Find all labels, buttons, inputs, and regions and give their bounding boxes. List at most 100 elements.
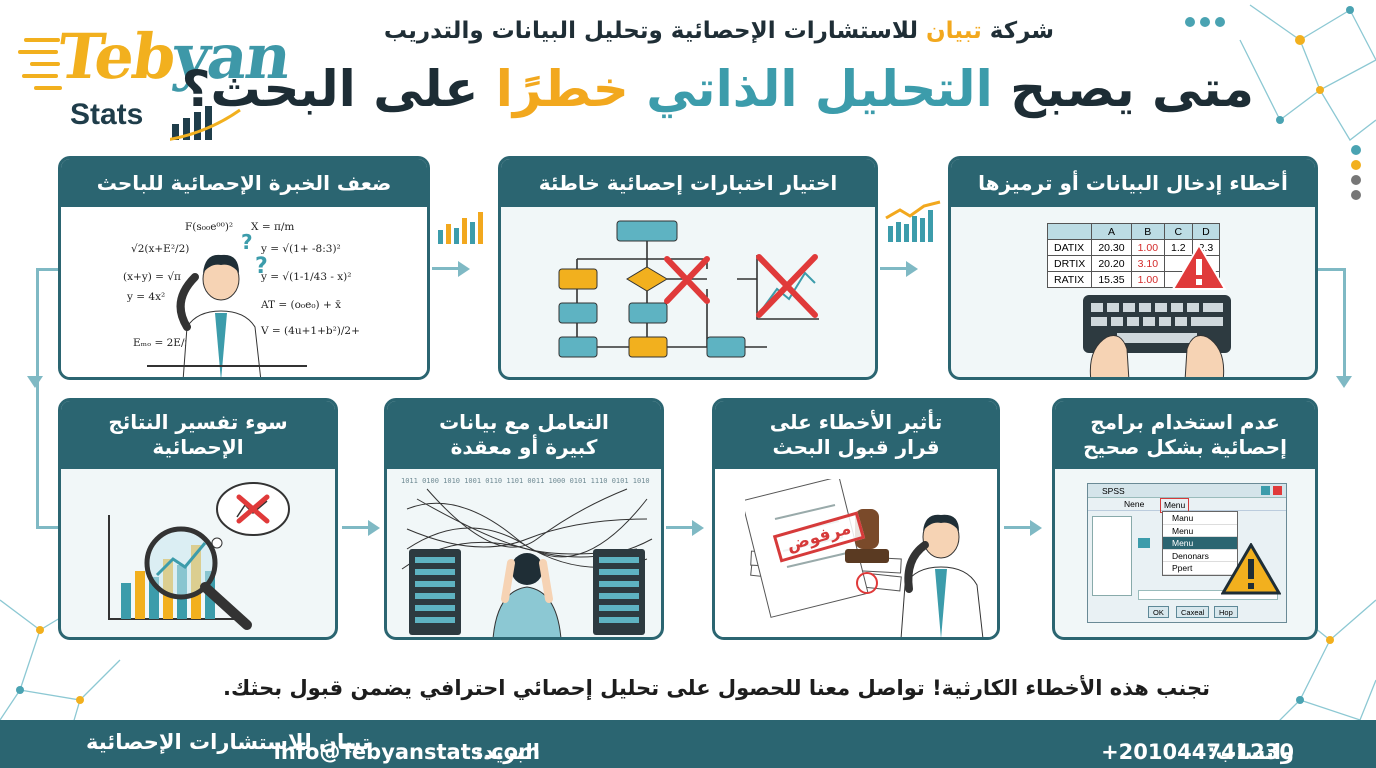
spss-dropdown-menu: Manu Menu Menu Denonars Ppert [1162,511,1238,576]
card-illustration [501,207,875,377]
svg-text:?: ? [255,254,268,279]
math-formula: Eₘₒ = 2E/n [133,337,192,349]
page-title: متى يصبح التحليل الذاتي خطرًا على البحث؟ [182,60,1254,118]
spss-menu-item[interactable]: Manu [1163,512,1237,525]
connector [880,267,908,270]
spss-menu-item[interactable]: Menu [1163,537,1237,550]
sheet-cell: 1.00 [1130,239,1166,256]
spss-toolbar: Nene Menu [1088,498,1286,513]
connector [342,526,370,529]
card-wrong-tests: اختيار اختبارات إحصائية خاطئة [498,156,878,380]
spss-data-pane [1092,516,1132,596]
logo-stats: Stats [70,98,144,131]
footer-brand: تبيان للاستشارات الإحصائية [86,730,370,754]
sheet-cell: RATIX [1046,271,1093,288]
spss-title: SPSS [1102,486,1125,496]
sheet-header: B [1130,223,1166,240]
sheet-header: C [1164,223,1193,240]
card-title: أخطاء إدخال البيانات أو ترميزها [951,159,1315,207]
title-part1: متى يصبح [1010,60,1254,118]
math-formula: √2(x+E²/2) [131,243,190,255]
card-illustration: 1011 0100 1010 1001 0110 1101 0011 1000 … [387,469,661,637]
card-title-line1: عدم استخدام برامج [1090,410,1280,434]
card-illustration: مرفوض [715,469,997,637]
svg-text:?: ? [241,231,253,254]
math-formula: (x+y) = √π [123,271,181,283]
connector [36,268,39,528]
spss-menu-item[interactable]: Ppert [1163,562,1237,575]
arrow-right-icon [906,261,918,277]
card-title-line1: التعامل مع بيانات [439,410,609,434]
sheet-cell: 20.30 [1091,239,1132,256]
keyboard-icon [1083,295,1231,377]
card-illustration: A B C D DATIX 20.30 1.00 1.2 2.3 DRTIX 2… [951,207,1315,377]
arrow-right-icon [368,520,380,536]
connector [36,526,60,529]
connector [36,268,60,271]
card-title-line2: قرار قبول البحث [772,435,940,459]
connector [1316,268,1346,271]
speed-lines-icon [18,38,62,90]
spss-window: SPSS Nene Menu Manu Menu Menu Denonars P… [1087,483,1287,623]
arrow-down-icon [27,376,43,388]
spss-help-button[interactable]: Hop [1214,606,1238,618]
sheet-cell: 3.10 [1130,255,1166,272]
email-address[interactable]: info@Tebyanstats.com [273,740,540,764]
spss-input-bar[interactable] [1138,590,1278,600]
bar-chart-icon [438,212,483,244]
warning-icon [1171,243,1227,290]
card-title-line2: إحصائية بشكل صحيح [1083,435,1287,459]
spss-menu-item[interactable]: Menu [1163,525,1237,537]
close-icon[interactable] [1273,486,1282,495]
sheet-cell: 15.35 [1091,271,1132,288]
title-part4: على البحث؟ [181,60,479,118]
email-label: البريد: [474,740,540,764]
card-illustration [61,469,335,637]
card-title: اختيار اختبارات إحصائية خاطئة [501,159,875,207]
logo-bars-icon [170,106,241,141]
sheet-cell: DRTIX [1046,255,1093,272]
sheet-header [1046,223,1093,240]
binary-text: 1011 0100 1010 1001 0110 1101 0011 1000 … [401,477,650,485]
logo-teb: Teb [52,20,179,93]
confused-researcher-icon: ? ? [176,231,268,377]
title-part2: التحليل الذاتي [646,60,993,118]
arrow-right-icon [458,261,470,277]
servers-stress-icon [401,488,653,637]
call-to-action: تجنب هذه الأخطاء الكارثية! تواصل معنا لل… [223,676,1210,700]
sheet-header: A [1091,223,1132,240]
card-weak-expertise: ضعف الخبرة الإحصائية للباحث F(s₀₀e⁰⁰)² X… [58,156,430,380]
company-prefix: شركة [989,18,1054,44]
connector [432,267,460,270]
whatsapp-label: واتساب: [1207,740,1294,764]
title-part3: خطرًا [495,60,629,118]
sheet-cell: DATIX [1046,239,1093,256]
warning-icon [1221,543,1281,595]
maximize-icon[interactable] [1261,486,1270,495]
rejected-papers-icon [745,479,902,618]
company-name: تبيان [926,18,982,44]
card-title: ضعف الخبرة الإحصائية للباحث [61,159,427,207]
connector [1004,526,1032,529]
whatsapp-number[interactable]: +201044741230 [1101,740,1294,764]
magnifier-chart-icon [108,482,290,630]
spss-ok-button[interactable]: OK [1148,606,1169,618]
math-formula: y = √(1-1/43 - x)² [261,271,352,283]
card-data-entry: أخطاء إدخال البيانات أو ترميزها A B C D … [948,156,1318,380]
card-title-line1: تأثير الأخطاء على [769,410,943,434]
spss-menu-item[interactable]: Denonars [1163,550,1237,562]
sheet-cell: 20.20 [1091,255,1132,272]
company-line: شركة تبيان للاستشارات الإحصائية وتحليل ا… [384,18,1054,44]
spss-variable-icon [1138,538,1150,548]
spss-toolbar-new[interactable]: Nene [1124,499,1145,509]
spss-cancel-button[interactable]: Caxeal [1176,606,1210,618]
company-suffix: للاستشارات الإحصائية وتحليل البيانات وال… [383,18,919,44]
sheet-header: D [1191,223,1221,240]
